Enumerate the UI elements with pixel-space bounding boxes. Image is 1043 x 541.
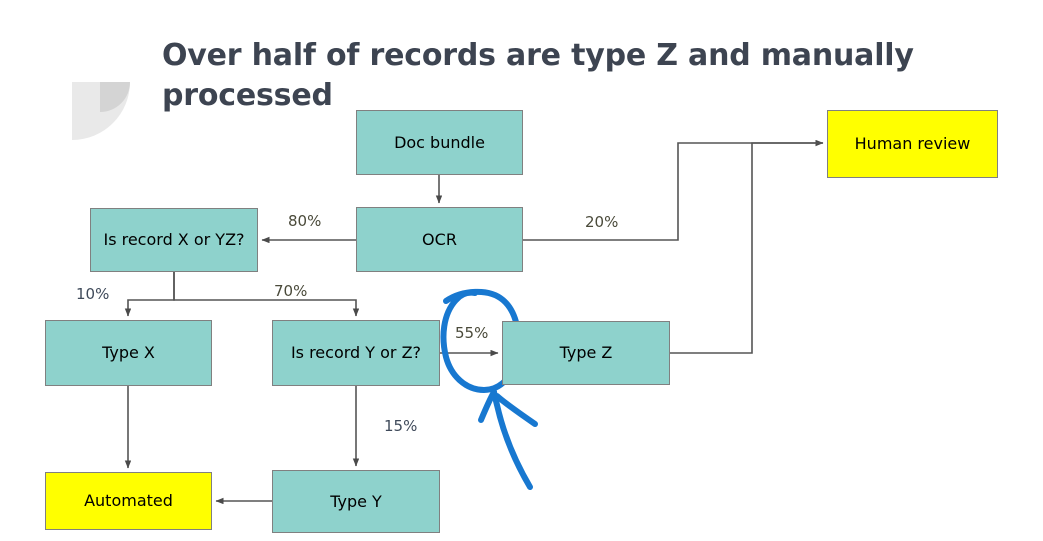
node-label: Is record Y or Z? <box>290 343 422 362</box>
node-automated[interactable]: Automated <box>45 472 212 530</box>
ink-arrow-pointing-up <box>491 389 533 490</box>
edge-is-x-or-yz-to-type-x <box>124 272 175 317</box>
edge-label-80-percent: 80% <box>288 212 322 230</box>
node-doc-bundle[interactable]: Doc bundle <box>356 110 523 175</box>
node-label: Human review <box>854 134 971 153</box>
node-type-z[interactable]: Type Z <box>502 321 670 385</box>
node-label: Doc bundle <box>394 132 485 152</box>
edge-ocr-to-human-review <box>523 139 824 241</box>
edge-label-55-percent: 55% <box>455 324 489 342</box>
node-type-y[interactable]: Type Y <box>272 470 440 533</box>
node-label: Type Z <box>559 343 613 362</box>
edge-label-70-percent: 70% <box>274 282 308 300</box>
node-ocr[interactable]: OCR <box>356 207 523 272</box>
node-human-review[interactable]: Human review <box>827 110 998 178</box>
node-label: Is record X or YZ? <box>103 230 245 249</box>
edge-type-z-to-human-review <box>670 142 823 354</box>
node-is-record-y-or-z[interactable]: Is record Y or Z? <box>272 320 440 386</box>
node-label: OCR <box>422 229 457 249</box>
node-type-x[interactable]: Type X <box>45 320 212 386</box>
node-is-record-x-or-yz[interactable]: Is record X or YZ? <box>90 208 258 272</box>
ink-arrow-head-left <box>478 389 497 423</box>
edge-label-15-percent: 15% <box>384 417 418 435</box>
page-title: Over half of records are type Z and manu… <box>162 38 914 113</box>
node-label: Automated <box>84 491 173 510</box>
node-label: Type X <box>102 343 155 362</box>
node-label: Type Y <box>330 491 382 511</box>
ink-arrow-head-right <box>494 393 538 427</box>
edge-label-20-percent: 20% <box>585 213 619 231</box>
edge-is-x-or-yz-to-is-y-or-z <box>173 272 360 317</box>
decorative-quarter-circle <box>72 82 130 140</box>
edge-label-10-percent: 10% <box>76 285 110 303</box>
